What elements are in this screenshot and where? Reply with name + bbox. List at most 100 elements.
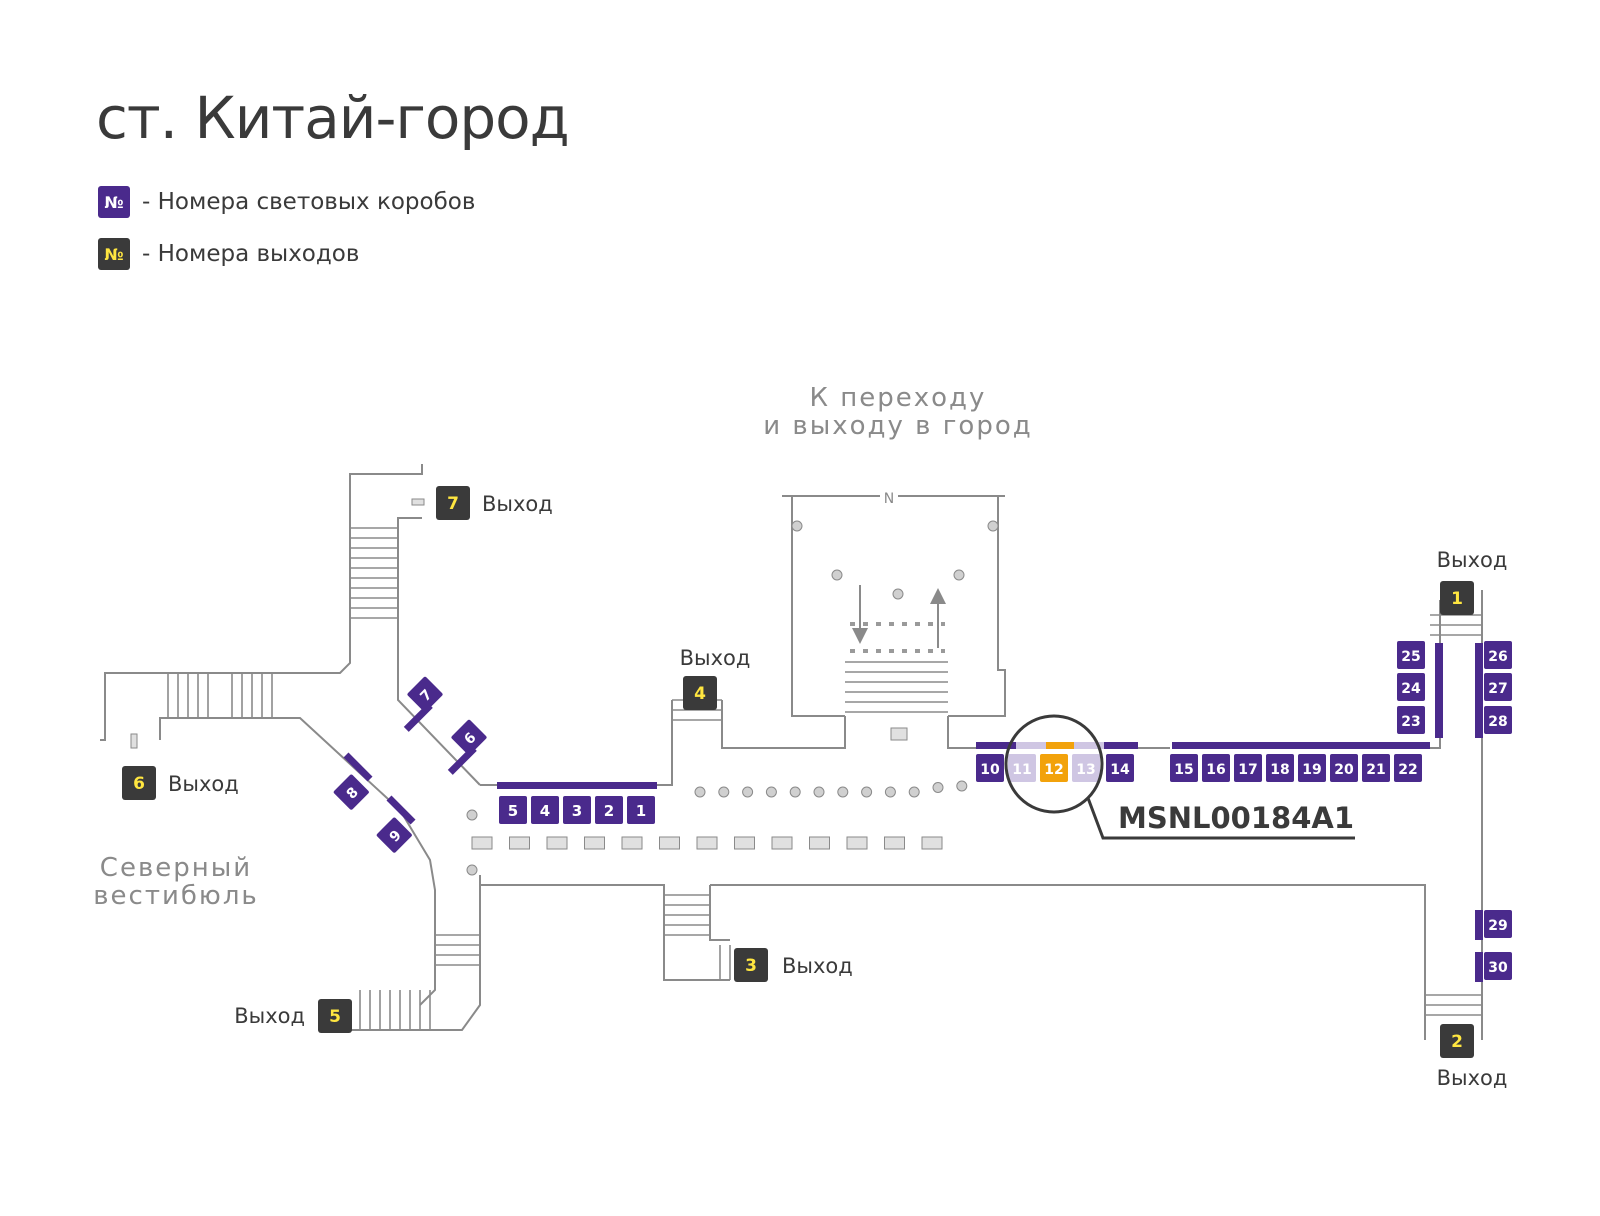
misc-objects xyxy=(130,498,478,876)
exit-5: 5 Выход xyxy=(234,999,352,1033)
platform-column xyxy=(956,780,968,792)
lightbox-17: 17 xyxy=(1234,754,1262,782)
lightbox-15-label: 15 xyxy=(1174,762,1193,778)
lightbox-14-label: 14 xyxy=(1110,762,1130,778)
legend-exit-text: - Номера выходов xyxy=(142,241,360,267)
platform-bench xyxy=(846,836,868,850)
lightbox-7: 7 xyxy=(403,676,443,732)
lightbox-2: 2 xyxy=(595,796,623,824)
platform-column xyxy=(861,786,873,798)
exit-1-label: Выход xyxy=(1437,548,1508,572)
platform-column xyxy=(884,786,896,798)
exit-1-number: 1 xyxy=(1451,589,1463,609)
lightbox-19-label: 19 xyxy=(1302,762,1321,778)
lightbox-23: 23 xyxy=(1397,706,1425,734)
exit-5-number: 5 xyxy=(329,1007,341,1027)
exit-2: 2 Выход xyxy=(1437,1024,1508,1090)
callout-leader xyxy=(1086,797,1355,840)
lightbox-1-label: 1 xyxy=(636,802,646,820)
lightbox-13: 13 xyxy=(1072,754,1100,782)
stairs-transfer xyxy=(845,661,948,713)
callout: MSNL00184A1 xyxy=(1004,714,1355,840)
platform-bench xyxy=(471,836,493,850)
callout-code: MSNL00184A1 xyxy=(1118,801,1354,835)
lightbox-29: 29 xyxy=(1484,910,1512,938)
lightbox-25: 25 xyxy=(1397,641,1425,669)
lightbox-10: 10 xyxy=(976,754,1004,782)
callout-circle xyxy=(1004,714,1104,814)
platform-bench xyxy=(884,836,905,850)
stairs-exit2 xyxy=(1425,994,1482,1016)
platform-bench xyxy=(734,836,755,850)
lightbox-3-label: 3 xyxy=(572,802,582,820)
exit-7: 7 Выход xyxy=(436,486,553,520)
exit-2-label: Выход xyxy=(1437,1066,1508,1090)
lightbox-26: 26 xyxy=(1484,641,1512,669)
stairs xyxy=(167,527,1482,1030)
compass-north: N xyxy=(884,491,894,507)
lightbox-30: 30 xyxy=(1484,952,1512,980)
lightbox-18-label: 18 xyxy=(1270,762,1289,778)
arrow-up-icon xyxy=(930,588,946,604)
lightbox-22-label: 22 xyxy=(1398,762,1417,778)
lightbox-9: 9 xyxy=(376,795,416,853)
lightbox-14: 14 xyxy=(1106,754,1134,782)
lightbox-15: 15 xyxy=(1170,754,1198,782)
exit-3: 3 Выход xyxy=(734,948,853,982)
platform-bench xyxy=(921,836,943,850)
transfer-label-line1: К переходу xyxy=(810,383,987,413)
lightbox-4-label: 4 xyxy=(540,802,550,820)
stairs-exit7 xyxy=(350,527,398,619)
lightbox-badges: 1 2 3 4 5 6 7 8 9 10 11 12 13 14 15 xyxy=(333,641,1512,980)
lightbox-19: 19 xyxy=(1298,754,1326,782)
platform-column xyxy=(908,786,920,798)
platform-column xyxy=(837,786,849,798)
exit-6: 6 Выход xyxy=(122,766,239,800)
platform-column xyxy=(789,786,801,798)
exit-3-label: Выход xyxy=(782,954,853,978)
lightbox-20: 20 xyxy=(1330,754,1358,782)
transfer-label-line2: и выходу в город xyxy=(763,411,1032,441)
lightbox-18: 18 xyxy=(1266,754,1294,782)
lightbox-5: 5 xyxy=(499,796,527,824)
lightbox-24: 24 xyxy=(1397,673,1425,701)
stairs-exit5 xyxy=(359,934,480,1030)
lightbox-12: 12 xyxy=(1040,754,1068,782)
page-title: ст. Китай-город xyxy=(96,84,570,152)
exit-4-label: Выход xyxy=(680,646,751,670)
area-labels: К переходу и выходу в город Северный вес… xyxy=(93,383,1032,911)
exit-6-label: Выход xyxy=(168,772,239,796)
platform-bench xyxy=(509,836,530,850)
lightbox-13-label: 13 xyxy=(1076,762,1095,778)
lightbox-17-label: 17 xyxy=(1238,762,1257,778)
transfer-details xyxy=(791,520,999,741)
stairs-north xyxy=(167,673,273,718)
platform-bench xyxy=(771,836,793,850)
platform-bench xyxy=(584,836,605,850)
lightbox-23-label: 23 xyxy=(1401,714,1420,730)
platform-columns xyxy=(694,780,968,798)
lightbox-20-label: 20 xyxy=(1334,762,1354,778)
exit-5-label: Выход xyxy=(234,1004,305,1028)
exit-7-number: 7 xyxy=(447,494,459,514)
exit-2-number: 2 xyxy=(1451,1032,1463,1052)
lightbox-28: 28 xyxy=(1484,706,1512,734)
lightbox-21-label: 21 xyxy=(1366,762,1385,778)
legend-exit: № - Номера выходов xyxy=(98,238,359,270)
lightbox-25-label: 25 xyxy=(1401,649,1420,665)
platform-column xyxy=(742,786,754,798)
exit-3-number: 3 xyxy=(745,956,757,976)
lightbox-16-label: 16 xyxy=(1206,762,1225,778)
platform-column xyxy=(718,786,730,798)
platform-bench xyxy=(696,836,718,850)
stairs-exit3 xyxy=(664,894,731,980)
lightbox-12-label: 12 xyxy=(1044,762,1063,778)
lightbox-11: 11 xyxy=(1008,754,1036,782)
platform-column xyxy=(765,786,777,798)
platform-bench xyxy=(546,836,568,850)
lightbox-21: 21 xyxy=(1362,754,1390,782)
lightbox-6: 6 xyxy=(447,719,487,775)
lightbox-30-label: 30 xyxy=(1488,960,1508,976)
lightbox-2-label: 2 xyxy=(604,802,614,820)
